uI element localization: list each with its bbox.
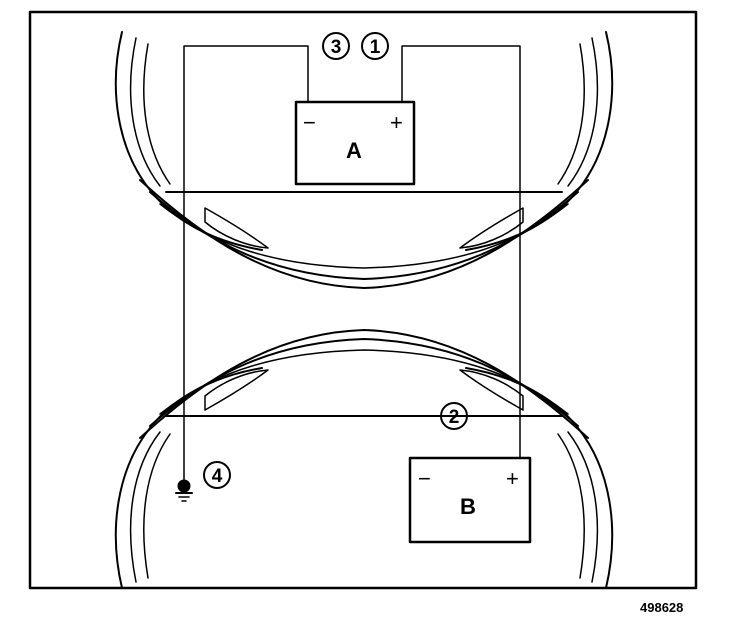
battery-b-label: B [460, 494, 476, 519]
svg-text:4: 4 [212, 466, 223, 487]
figure-number: 498628 [640, 600, 684, 615]
svg-text:2: 2 [449, 407, 460, 428]
battery-b-negative-sign: − [418, 466, 431, 491]
callout-3: 3 [322, 32, 350, 60]
battery-a: − + A [294, 100, 416, 186]
callout-4: 4 [203, 461, 231, 489]
battery-a-body [294, 100, 416, 186]
battery-a-label: A [346, 138, 362, 163]
svg-text:1: 1 [370, 37, 381, 58]
battery-b-body [408, 456, 532, 544]
battery-a-positive-sign: + [390, 110, 403, 135]
negative-cable [183, 45, 309, 481]
callout-2: 2 [440, 402, 468, 430]
jumper-cables [175, 45, 521, 502]
battery-b-positive-sign: + [506, 466, 519, 491]
ground-icon [175, 479, 193, 502]
svg-text:3: 3 [331, 37, 342, 58]
battery-b: − + B [408, 456, 532, 544]
diagram-frame [28, 10, 698, 590]
positive-cable [401, 45, 521, 459]
battery-a-negative-sign: − [303, 110, 316, 135]
lower-vehicle [114, 329, 614, 589]
callout-1: 1 [361, 32, 389, 60]
upper-vehicle [114, 31, 614, 289]
